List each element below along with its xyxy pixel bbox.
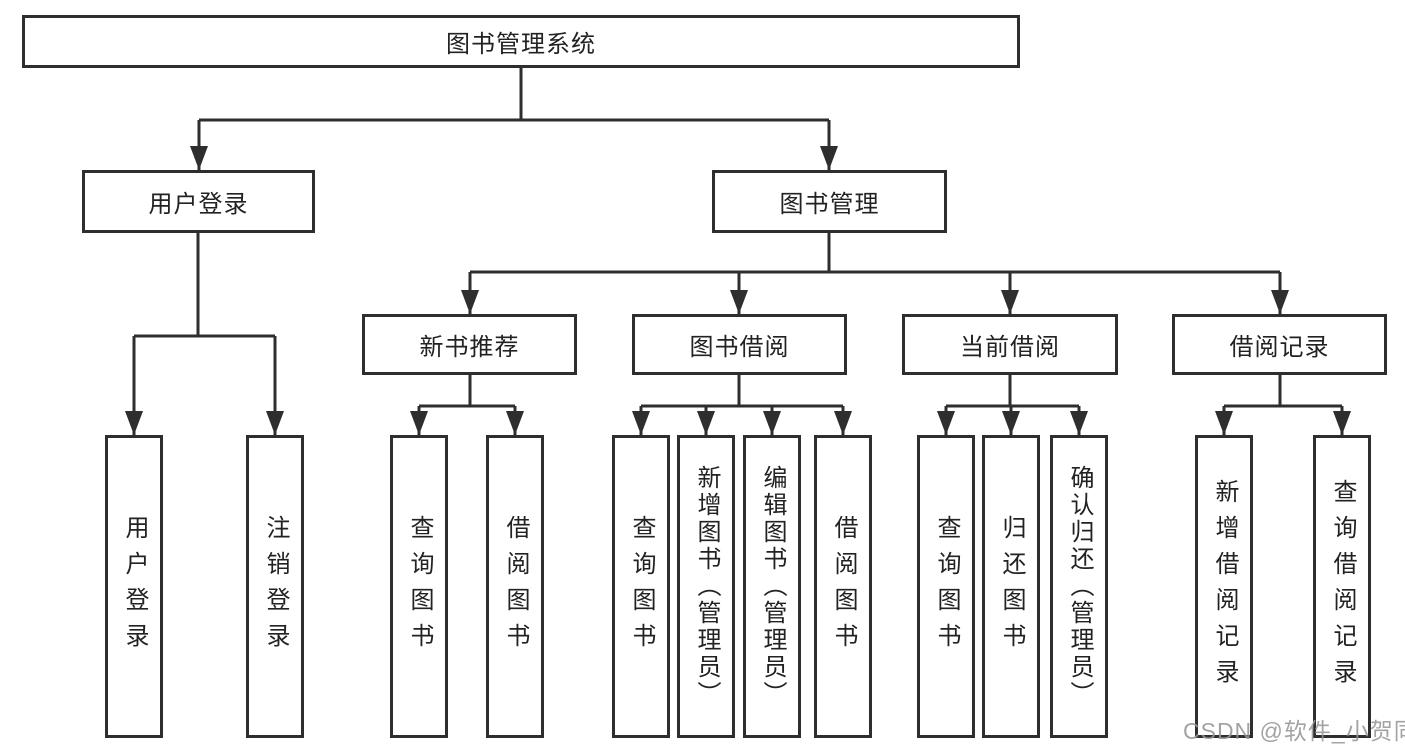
node-book-management: 图书管理 <box>712 170 947 233</box>
leaf-query-books-borrow: 查询图书 <box>612 435 670 738</box>
node-current-borrow: 当前借阅 <box>902 314 1118 375</box>
leaf-edit-books-admin: 编辑图书（管理员） <box>743 435 801 738</box>
leaf-add-borrow-record: 新增借阅记录 <box>1195 435 1253 738</box>
csdn-watermark: CSDN @软件_小贺同学 <box>1183 718 1405 744</box>
arrowheads <box>125 146 1351 435</box>
leaf-query-books-recommend: 查询图书 <box>390 435 448 738</box>
leaf-user-login: 用户登录 <box>105 435 163 738</box>
node-borrow-records: 借阅记录 <box>1172 314 1387 375</box>
node-root-system: 图书管理系统 <box>22 15 1020 68</box>
node-user-login: 用户登录 <box>82 170 315 233</box>
leaf-return-books: 归还图书 <box>982 435 1040 738</box>
node-book-borrow: 图书借阅 <box>632 314 847 375</box>
leaf-borrow-books: 借阅图书 <box>814 435 872 738</box>
node-new-book-recommend: 新书推荐 <box>362 314 577 375</box>
leaf-query-books-current: 查询图书 <box>917 435 975 738</box>
leaf-confirm-return-admin: 确认归还（管理员） <box>1050 435 1108 738</box>
leaf-add-books-admin: 新增图书（管理员） <box>677 435 735 738</box>
leaf-logout: 注销登录 <box>246 435 304 738</box>
leaf-borrow-books-recommend: 借阅图书 <box>486 435 544 738</box>
leaf-query-borrow-record: 查询借阅记录 <box>1313 435 1371 738</box>
